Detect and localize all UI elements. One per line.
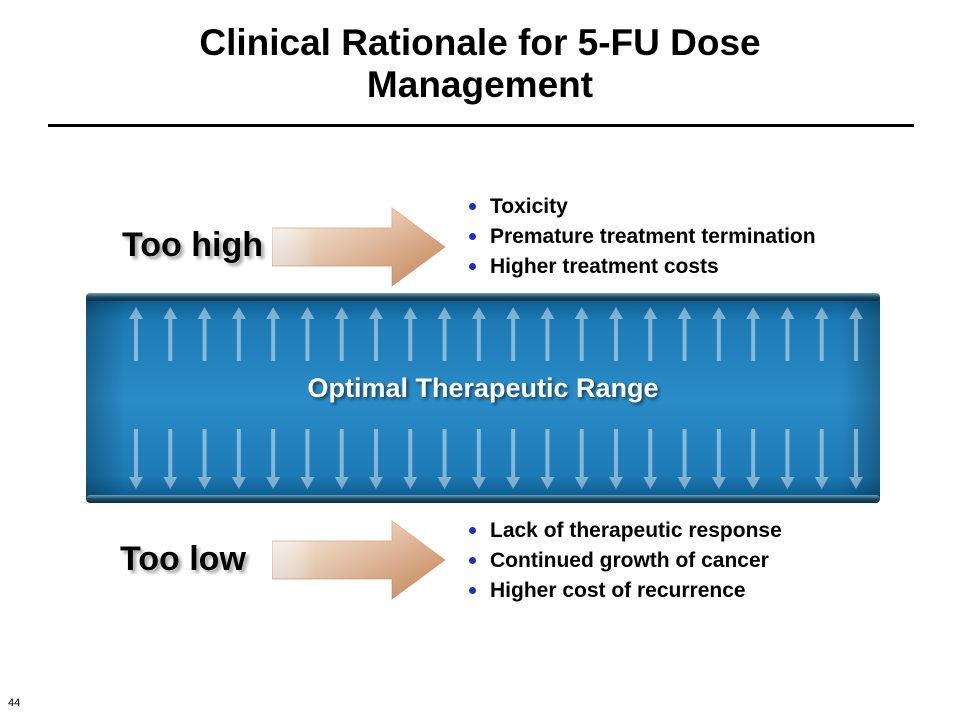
arrow-up-icon <box>369 307 383 361</box>
too-high-bullet-item: Toxicity <box>466 192 816 222</box>
too-low-bullet-text: Continued growth of cancer <box>490 549 769 572</box>
arrow-up-icon <box>849 307 863 361</box>
arrow-up-icon <box>231 307 246 361</box>
arrow-up-icon <box>574 307 589 361</box>
arrow-down-icon <box>746 429 761 489</box>
too-low-bullet-item: Lack of therapeutic response <box>466 516 782 546</box>
arrow-up-icon <box>300 307 315 361</box>
arrow-up-icon <box>814 307 829 361</box>
range-band-edge-shade <box>86 297 880 499</box>
slide-title-line-2: Management <box>366 64 594 105</box>
title-divider <box>48 124 914 127</box>
arrow-up-icon <box>197 307 212 361</box>
arrow-down-icon <box>231 429 246 489</box>
arrow-down-icon <box>266 429 281 489</box>
too-low-arrow-icon <box>272 520 446 600</box>
bullet-dot-icon <box>469 527 476 534</box>
arrow-up-icon <box>471 307 486 361</box>
arrow-down-icon <box>643 429 658 489</box>
arrow-down-icon <box>129 429 143 489</box>
too-low-bullet-item: Higher cost of recurrence <box>466 576 782 606</box>
too-high-consequences-list: Toxicity Premature treatment termination… <box>466 192 816 282</box>
arrow-up-icon <box>643 307 658 361</box>
arrow-up-icon <box>163 307 178 361</box>
arrow-down-icon <box>437 429 452 489</box>
range-bottom-border <box>86 495 880 503</box>
arrow-up-icon <box>677 307 692 361</box>
arrow-down-icon <box>369 429 383 489</box>
optimal-range-band <box>86 293 880 503</box>
arrow-up-icon <box>780 307 795 361</box>
arrow-down-icon <box>471 429 486 489</box>
arrow-down-icon <box>334 429 349 489</box>
optimal-range-label: Optimal Therapeutic Range <box>307 373 659 403</box>
arrow-up-icon <box>266 307 281 361</box>
bullet-dot-icon <box>469 263 476 270</box>
arrow-up-icon <box>334 307 349 361</box>
too-high-bullet-item: Higher treatment costs <box>466 252 816 282</box>
arrow-down-icon <box>780 429 795 489</box>
slide-number: 44 <box>8 697 21 709</box>
arrow-down-icon <box>849 429 863 489</box>
bullet-dot-icon <box>469 557 476 564</box>
too-high-label: Too high <box>122 226 263 264</box>
too-low-bullet-text: Higher cost of recurrence <box>490 579 746 602</box>
too-low-bullet-item: Continued growth of cancer <box>466 546 782 576</box>
slide-title-line-1: Clinical Rationale for 5-FU Dose <box>199 22 761 63</box>
arrow-down-icon <box>300 429 315 489</box>
arrow-down-icon <box>609 429 623 489</box>
too-high-bullet-text: Premature treatment termination <box>490 225 816 248</box>
slide-title: Clinical Rationale for 5-FU Dose Managem… <box>0 22 960 106</box>
range-arrows-group <box>129 307 863 489</box>
arrow-down-icon <box>711 429 726 489</box>
arrow-up-icon <box>746 307 761 361</box>
arrow-down-icon <box>574 429 589 489</box>
arrow-down-icon <box>540 429 555 489</box>
arrow-down-icon <box>506 429 521 489</box>
arrow-up-icon <box>609 307 623 361</box>
arrow-down-icon <box>163 429 178 489</box>
too-high-bullet-text: Higher treatment costs <box>490 255 719 278</box>
too-low-label: Too low <box>120 540 246 578</box>
optimal-range-graphic <box>86 293 880 503</box>
bullet-dot-icon <box>469 233 476 240</box>
too-low-bullet-text: Lack of therapeutic response <box>490 519 782 542</box>
arrow-up-icon <box>437 307 452 361</box>
bullet-dot-icon <box>469 587 476 594</box>
too-high-bullet-text: Toxicity <box>490 195 568 218</box>
arrow-up-icon <box>711 307 726 361</box>
too-high-bullet-item: Premature treatment termination <box>466 222 816 252</box>
too-high-arrow-icon <box>272 207 446 287</box>
range-top-border <box>86 293 880 301</box>
arrow-up-icon <box>403 307 418 361</box>
arrow-up-icon <box>129 307 143 361</box>
arrow-up-icon <box>540 307 555 361</box>
bullet-dot-icon <box>469 203 476 210</box>
arrow-down-icon <box>197 429 212 489</box>
arrow-up-icon <box>506 307 521 361</box>
arrow-down-icon <box>677 429 692 489</box>
arrow-down-icon <box>403 429 418 489</box>
arrow-down-icon <box>814 429 829 489</box>
too-low-consequences-list: Lack of therapeutic response Continued g… <box>466 516 782 606</box>
